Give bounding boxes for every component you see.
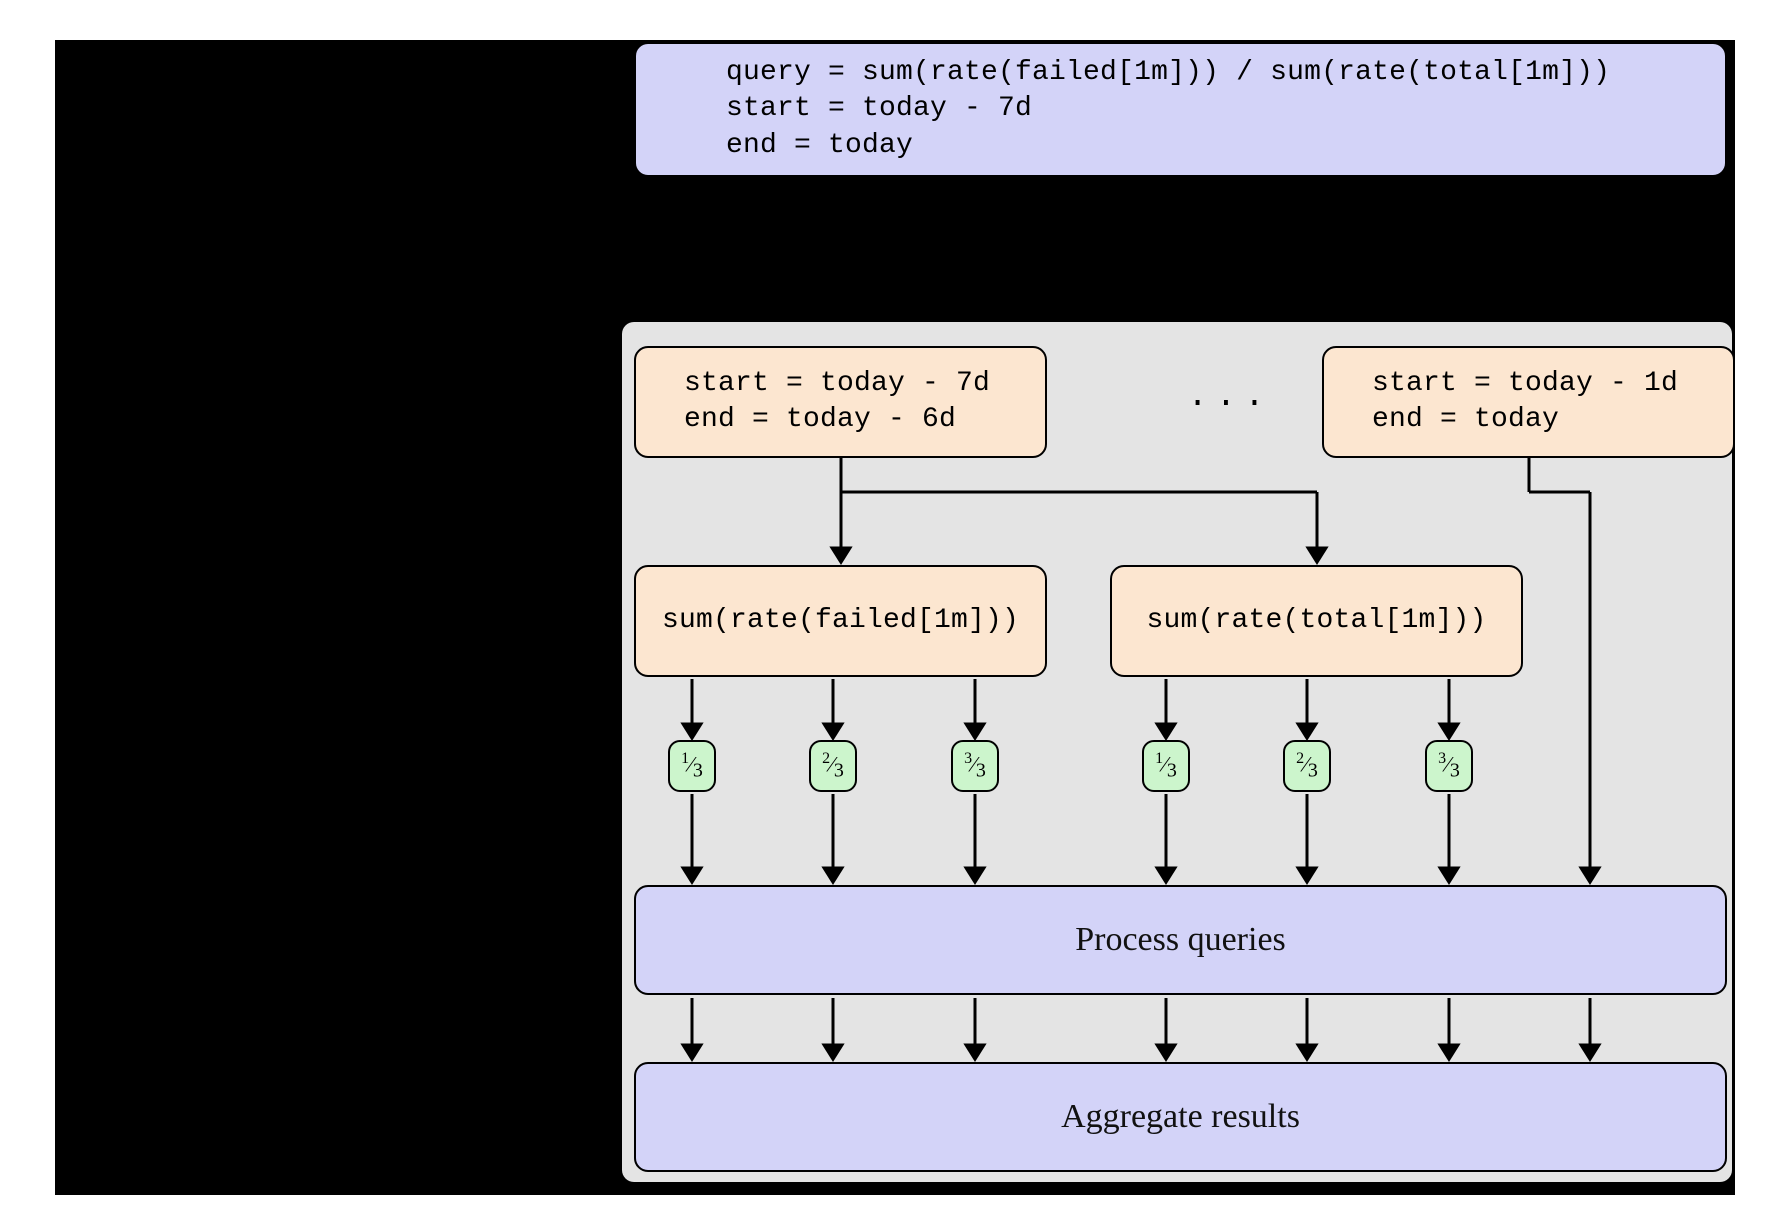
query-spec-line-2: start = today - 7d xyxy=(726,93,1033,125)
fraction-3: 3⁄3 xyxy=(964,749,986,782)
fraction-2: 2⁄3 xyxy=(822,749,844,782)
subquery-failed: sum(rate(failed[1m])) xyxy=(634,565,1047,677)
shard-chip-6: 3⁄3 xyxy=(1425,740,1473,792)
time-split-first: start = today - 7d end = today - 6d xyxy=(634,346,1047,458)
aggregate-results-bar: Aggregate results xyxy=(634,1062,1727,1172)
fraction-6: 3⁄3 xyxy=(1438,749,1460,782)
shard-chip-5: 2⁄3 xyxy=(1283,740,1331,792)
time-split-last: start = today - 1d end = today xyxy=(1322,346,1735,458)
shard-chip-3: 3⁄3 xyxy=(951,740,999,792)
subquery-failed-label: sum(rate(failed[1m])) xyxy=(661,604,1020,636)
aggregate-results-label: Aggregate results xyxy=(1061,1098,1300,1135)
query-spec-line-3: end = today xyxy=(726,129,914,161)
time-split-first-end: end = today - 6d xyxy=(684,404,957,435)
fraction-4: 1⁄3 xyxy=(1155,749,1177,782)
time-split-last-start: start = today - 1d xyxy=(1372,367,1679,399)
shard-chip-2: 2⁄3 xyxy=(809,740,857,792)
process-queries-bar: Process queries xyxy=(634,885,1727,995)
fraction-5: 2⁄3 xyxy=(1296,749,1318,782)
shard-chip-1: 1⁄3 xyxy=(668,740,716,792)
query-spec-line-1: query = sum(rate(failed[1m])) / sum(rate… xyxy=(726,56,1611,88)
subquery-total: sum(rate(total[1m])) xyxy=(1110,565,1523,677)
process-queries-label: Process queries xyxy=(1075,921,1286,958)
split-ellipsis: ... xyxy=(1187,378,1273,416)
time-split-last-end: end = today xyxy=(1372,404,1560,435)
query-spec-box: query = sum(rate(failed[1m])) / sum(rate… xyxy=(634,42,1727,177)
fraction-1: 1⁄3 xyxy=(681,749,703,782)
time-split-first-start: start = today - 7d xyxy=(684,367,991,399)
subquery-total-label: sum(rate(total[1m])) xyxy=(1146,604,1487,636)
shard-chip-4: 1⁄3 xyxy=(1142,740,1190,792)
